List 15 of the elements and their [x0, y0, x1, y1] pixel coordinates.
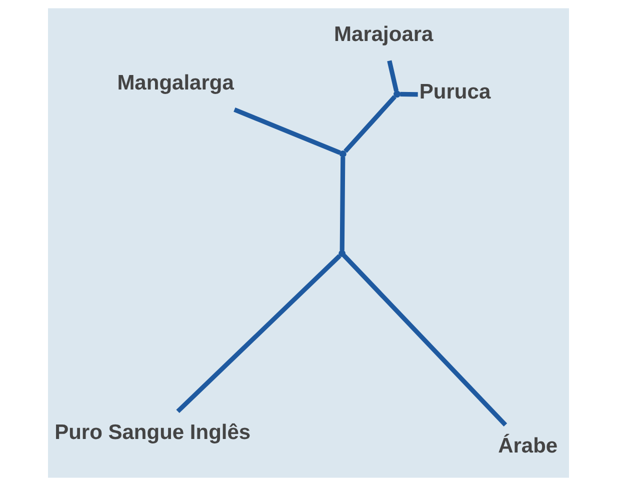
connector — [176, 254, 342, 414]
connector — [400, 92, 418, 97]
connector — [387, 60, 399, 92]
node-text: Árabe — [498, 434, 558, 458]
node-text: Marajoara — [334, 22, 434, 46]
node-point — [394, 90, 401, 98]
node-point — [338, 250, 346, 257]
node-text: Puruca — [419, 80, 491, 104]
node-text: Puro Sangue Inglês — [54, 420, 251, 444]
connector — [234, 108, 341, 155]
connector — [344, 95, 396, 153]
node-point — [339, 150, 346, 158]
connector — [342, 254, 508, 426]
connector — [340, 157, 346, 251]
node-text: Mangalarga — [117, 72, 234, 95]
